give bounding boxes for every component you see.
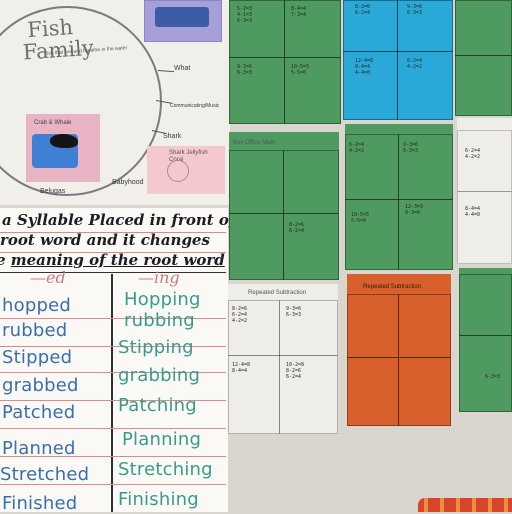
ed-word: Stipped bbox=[2, 347, 73, 368]
decorative-garland bbox=[418, 498, 512, 512]
row-rule bbox=[0, 372, 226, 373]
ing-word: Stretching bbox=[118, 459, 213, 480]
ed-word: rubbed bbox=[2, 320, 68, 341]
ing-word: Patching bbox=[118, 395, 197, 416]
ed-word: Stretched bbox=[0, 464, 90, 485]
heading-rule bbox=[0, 252, 226, 253]
row-rule bbox=[0, 346, 226, 347]
math-paper-green: 6-3=3 bbox=[459, 268, 512, 412]
ed-word: Planned bbox=[2, 438, 76, 459]
orca-picture: Crab & Whale bbox=[26, 114, 100, 182]
paper-title: Repeated Subtraction bbox=[363, 284, 422, 290]
column-divider bbox=[111, 274, 113, 512]
row-rule bbox=[0, 428, 226, 429]
row-rule bbox=[0, 400, 226, 401]
label-babyhood: Babyhood bbox=[112, 179, 144, 186]
math-paper-green: 6-2=4 4-2=2 9-3=6 6-3=3 10-5=5 5-5=0 12-… bbox=[345, 124, 453, 270]
fish-picture-top bbox=[144, 0, 222, 42]
heading-line1: a Syllable Placed in front of bbox=[2, 211, 236, 229]
label-what: What bbox=[174, 65, 191, 72]
paper-title: Box Office Math bbox=[233, 140, 276, 146]
ed-word: grabbed bbox=[2, 375, 79, 396]
label-shark: Shark bbox=[163, 133, 182, 140]
shark-picture: Shark Jellyfish Coral bbox=[147, 146, 225, 194]
math-paper-green: 5-2=3 4-1=3 6-3=3 8-4=4 7-3=4 9-3=6 6-3=… bbox=[229, 0, 341, 124]
syllable-heading: a Syllable Placed in front of root word … bbox=[0, 210, 236, 270]
math-paper-blue: 8-2=6 6-2=4 9-3=6 6-3=3 12-4=8 8-4=4 4-4… bbox=[343, 0, 453, 120]
row-rule bbox=[0, 484, 226, 485]
math-paper-green: Box Office Math 8-2=6 6-2=4 bbox=[229, 132, 339, 280]
ing-word: Stipping bbox=[118, 337, 194, 358]
row-rule bbox=[0, 456, 226, 457]
ed-word: Patched bbox=[2, 402, 76, 423]
ing-word: rubbing bbox=[124, 310, 195, 331]
paper-title: Repeated Subtraction bbox=[248, 290, 307, 296]
leader-line bbox=[157, 70, 174, 73]
math-paper-orange: Repeated Subtraction bbox=[347, 274, 451, 426]
label-belugas: Belugas bbox=[40, 188, 66, 195]
ing-word: Planning bbox=[122, 429, 202, 450]
syllable-poster bbox=[0, 208, 228, 512]
heading-line3: e meaning of the root word bbox=[0, 250, 228, 270]
fish-title: Fish Family bbox=[22, 13, 120, 64]
ed-word: Finished bbox=[2, 493, 78, 514]
column-head-ing: —ing bbox=[138, 268, 180, 287]
ing-word: Hopping bbox=[124, 289, 201, 310]
ing-word: Finishing bbox=[118, 489, 199, 510]
heading-line2: root word and it changes bbox=[0, 231, 210, 249]
ing-word: grabbing bbox=[118, 365, 201, 386]
label-communicating: Communicating/Music bbox=[170, 103, 220, 109]
heading-rule bbox=[0, 232, 226, 233]
fish-family-poster: Fish Family Fish that live and breathe i… bbox=[0, 0, 230, 205]
math-paper-white: Repeated Subtraction 8-2=6 6-2=4 4-2=2 9… bbox=[228, 284, 338, 434]
column-head-ed: —ed bbox=[30, 268, 66, 287]
orca-caption: Crab & Whale bbox=[34, 120, 72, 126]
ed-word: hopped bbox=[2, 295, 71, 316]
heading-line3-a: e bbox=[0, 251, 11, 269]
heading-line3-b: meaning of the root word bbox=[10, 251, 225, 269]
row-rule bbox=[0, 318, 226, 319]
heading-rule bbox=[0, 272, 226, 273]
math-paper-white: 6-2=4 4-2=2 8-4=4 4-4=0 bbox=[457, 118, 512, 264]
math-paper-green bbox=[455, 0, 512, 116]
